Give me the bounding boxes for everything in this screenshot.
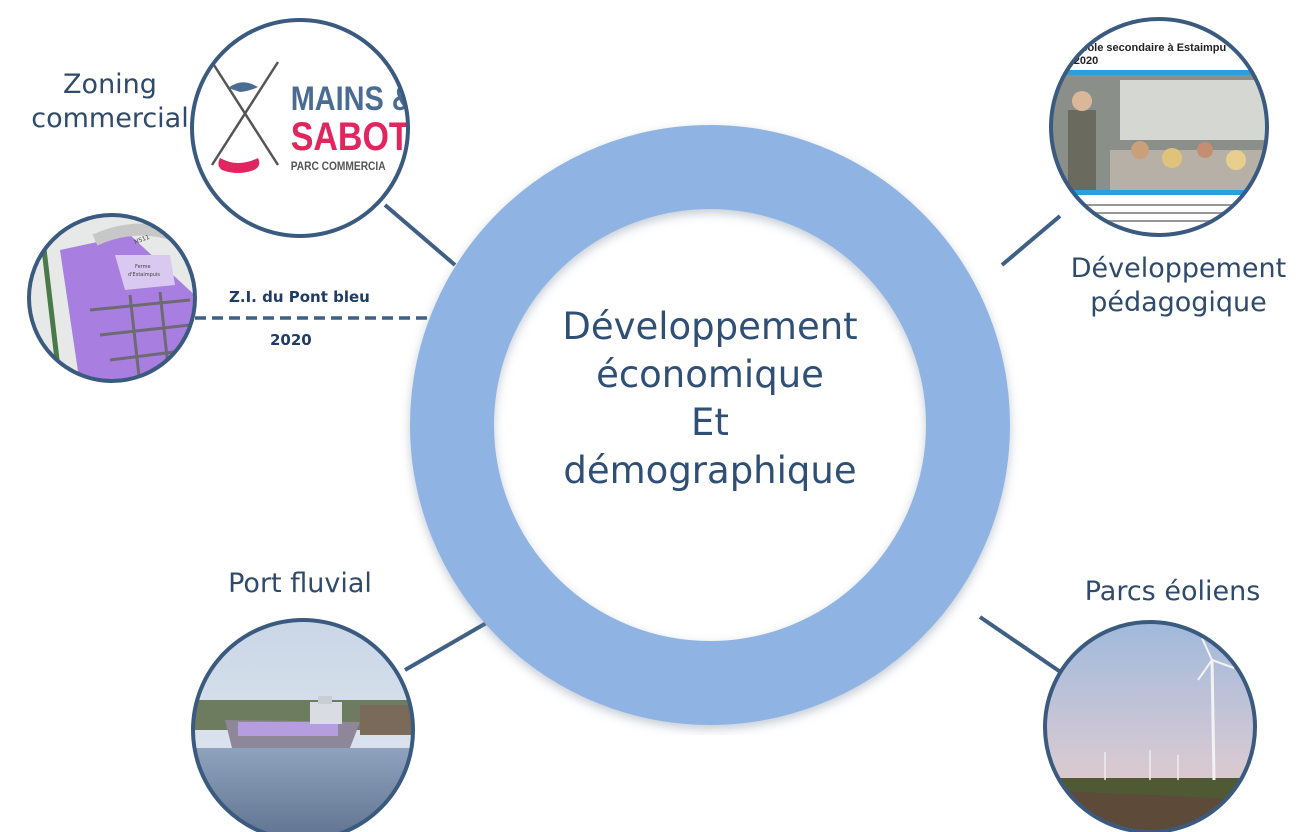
article-headline-1: École secondaire à Estaimpu <box>1074 41 1226 54</box>
clog-icon <box>218 158 260 173</box>
center-line-4: démographique <box>563 449 857 493</box>
center-line-1: Développement <box>562 305 858 348</box>
connector-pedagogique <box>1000 214 1062 267</box>
center-title: Développement économique Et démographiqu… <box>500 303 920 495</box>
hand-icon <box>228 82 258 92</box>
central-ring <box>410 125 1010 725</box>
center-line-2: économique <box>596 353 824 397</box>
zoning-label-line-1: Zoning <box>63 69 157 100</box>
connector-port <box>403 620 490 672</box>
zoning-label: Zoning commercial <box>20 68 200 136</box>
port-photo-circle <box>191 618 415 832</box>
logo-line-3: PARC COMMERCIA <box>291 160 386 173</box>
pedagogique-label: Développement pédagogique <box>1050 252 1307 320</box>
pont-bleu-label: Z.I. du Pont bleu <box>229 288 370 306</box>
eolien-photo-circle <box>1043 620 1257 832</box>
pedagogique-label-line-1: Développement <box>1070 253 1287 284</box>
zoning-label-line-2: commercial <box>31 102 189 134</box>
wind-turbine-icon <box>1210 659 1216 781</box>
pedagogique-photo-circle: École secondaire à Estaimpu n 2020 <box>1049 17 1269 237</box>
logo-line-2: SABOTS <box>291 113 433 158</box>
port-label: Port fluvial <box>228 568 372 599</box>
map-place-label-2: d'Estaimpuis <box>128 272 160 278</box>
center-line-3: Et <box>691 401 729 445</box>
map-place-label-1: Ferme <box>135 264 151 270</box>
pedagogique-label-line-2: pédagogique <box>1090 286 1267 318</box>
eolien-label: Parcs éoliens <box>1084 576 1261 607</box>
logo-line-1: MAINS & <box>291 79 413 118</box>
connector-eolien <box>978 615 1064 675</box>
zoning-logo-circle: MAINS & SABOTS PARC COMMERCIA <box>190 18 433 238</box>
connector-zoning <box>383 203 457 267</box>
pont-bleu-map-circle: N511 Ferme d'Estaimpuis <box>27 213 197 383</box>
pont-bleu-year: 2020 <box>270 331 312 349</box>
